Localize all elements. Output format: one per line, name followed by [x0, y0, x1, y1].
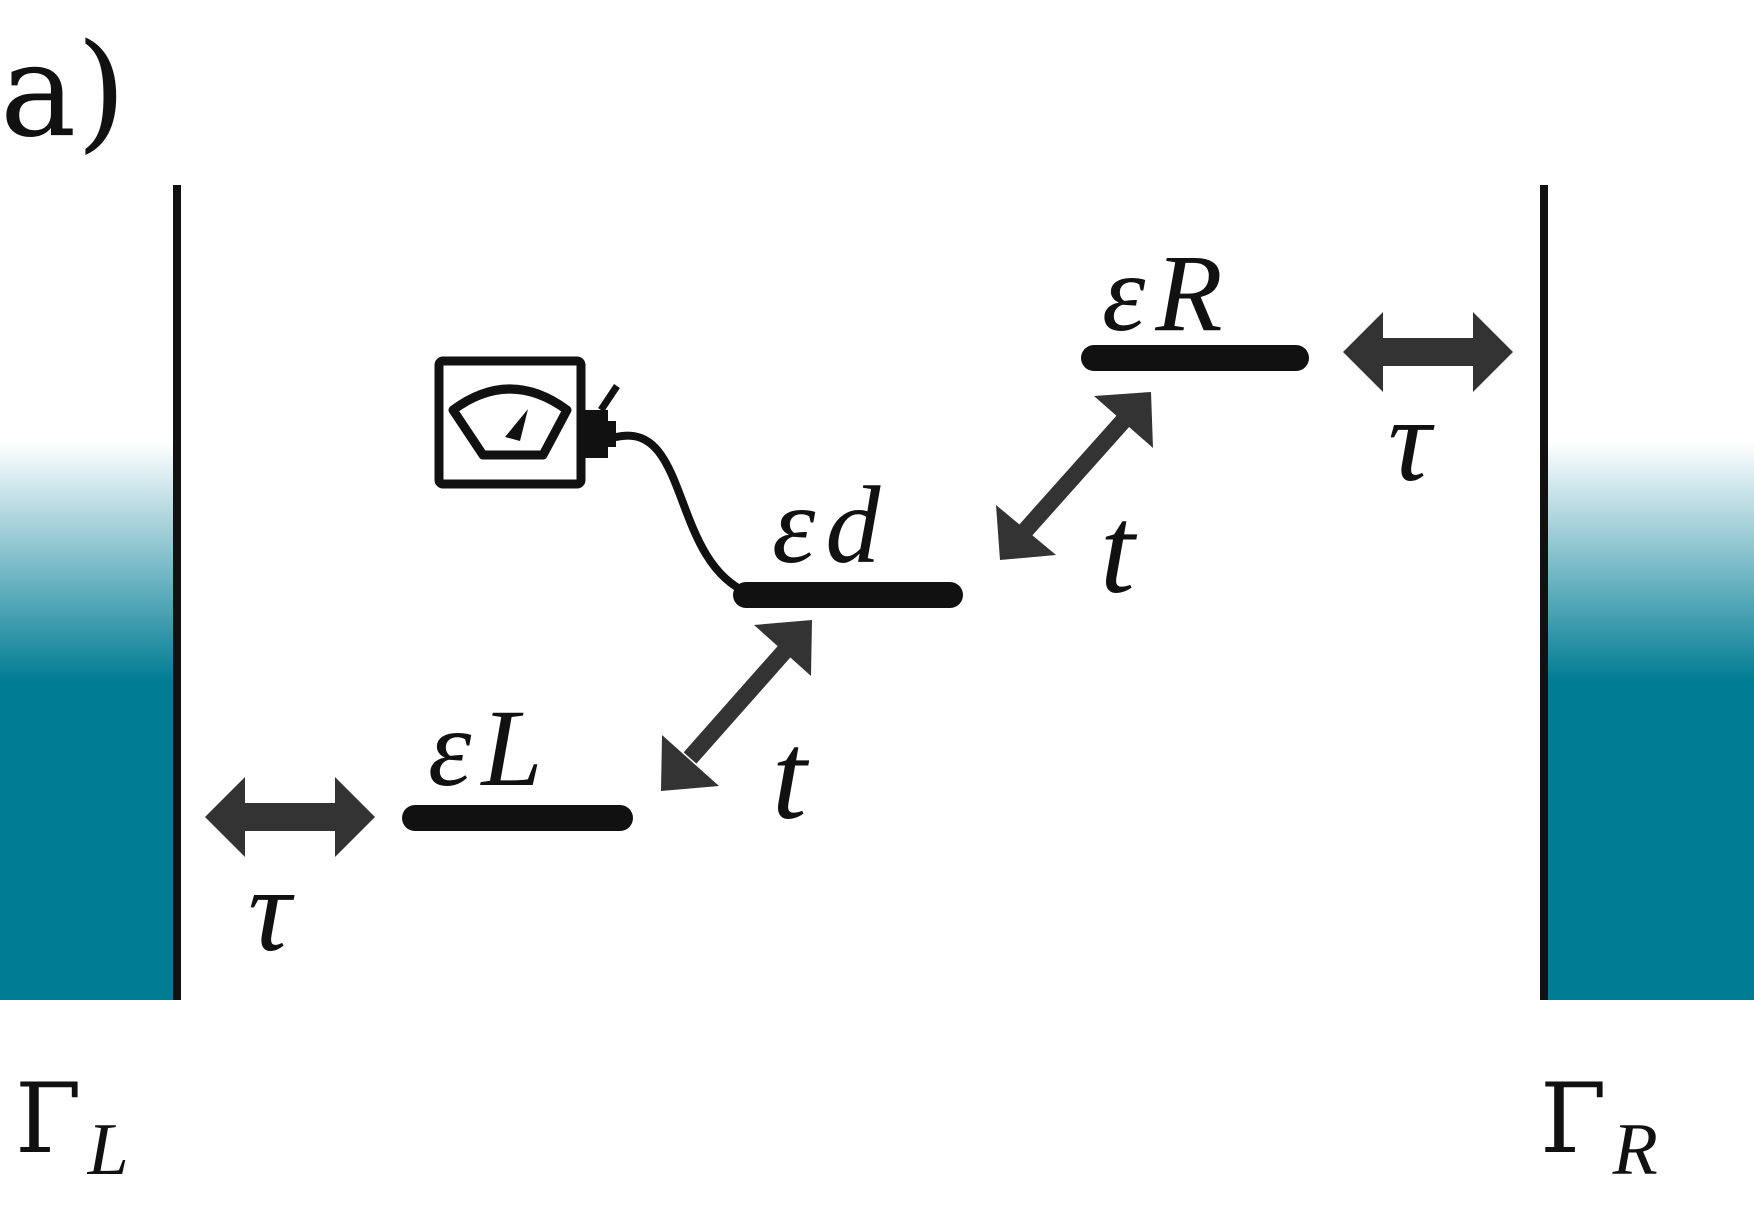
eps-right-label: εR: [1102, 232, 1223, 354]
left-reservoir: [0, 400, 178, 1000]
tau-left-arrow: [205, 777, 375, 857]
t-lower-arrow: [661, 620, 812, 791]
right-barrier: [1540, 185, 1548, 1000]
left-barrier: [173, 185, 181, 1000]
t-upper-label: t: [1100, 482, 1138, 620]
eps-left-label: εL: [428, 687, 543, 809]
t-upper-arrow: [996, 392, 1153, 560]
meter-icon: [434, 356, 620, 489]
gamma-right-label: ΓR: [1540, 1063, 1658, 1191]
t-lower-label: t: [772, 708, 810, 846]
tau-right-arrow: [1343, 312, 1513, 392]
detector-cable: [612, 431, 752, 597]
tau-left-label: τ: [248, 843, 295, 976]
tau-right-label: τ: [1388, 373, 1435, 506]
gamma-left-label: ΓL: [15, 1063, 129, 1191]
right-reservoir: [1541, 400, 1754, 1000]
eps-dot-label: εd: [772, 464, 881, 586]
panel-label: a): [0, 17, 126, 166]
